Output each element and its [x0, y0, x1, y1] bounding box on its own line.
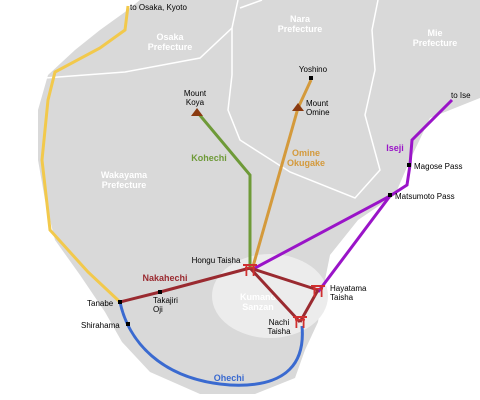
- mount-koya-icon: [191, 108, 203, 116]
- kohechi-route: [196, 112, 252, 270]
- iseji-label: Iseji: [386, 143, 404, 153]
- hongu-taisha-label: Hongu Taisha: [192, 256, 241, 265]
- magose-pass-label: Magose Pass: [414, 162, 462, 171]
- mount-omine-icon: [292, 103, 304, 111]
- nakahechi-hayatama-link: [249, 266, 319, 292]
- hongu-torii-icon: [243, 264, 257, 276]
- osaka-kyoto-direction-label: to Osaka, Kyoto: [130, 3, 187, 12]
- ise-direction-label: to Ise: [451, 91, 471, 100]
- matsumoto-marker: [388, 193, 392, 197]
- iseji-branch-route: [316, 195, 392, 293]
- nakahechi-nachi-link: [248, 266, 302, 324]
- shirahama-label: Shirahama: [81, 321, 120, 330]
- takajiri-marker: [158, 290, 162, 294]
- ohechi-route: [118, 301, 304, 387]
- kohechi-label: Kohechi: [191, 153, 227, 163]
- prefecture-borders: [44, 0, 381, 199]
- tanabe-marker: [118, 300, 122, 304]
- nachi-torii-icon: [293, 316, 307, 328]
- tanabe-label: Tanabe: [87, 299, 114, 308]
- osaka-road-line: [40, 5, 130, 304]
- yoshino-marker: [309, 76, 313, 80]
- iseji-route: [254, 98, 454, 270]
- nakahechi-label: Nakahechi: [142, 273, 187, 283]
- yoshino-label: Yoshino: [299, 65, 328, 74]
- magose-marker: [407, 163, 411, 167]
- ohechi-label: Ohechi: [214, 373, 245, 383]
- matsumoto-pass-label: Matsumoto Pass: [395, 192, 455, 201]
- shirahama-marker: [126, 322, 130, 326]
- hayatama-torii-icon: [311, 285, 325, 297]
